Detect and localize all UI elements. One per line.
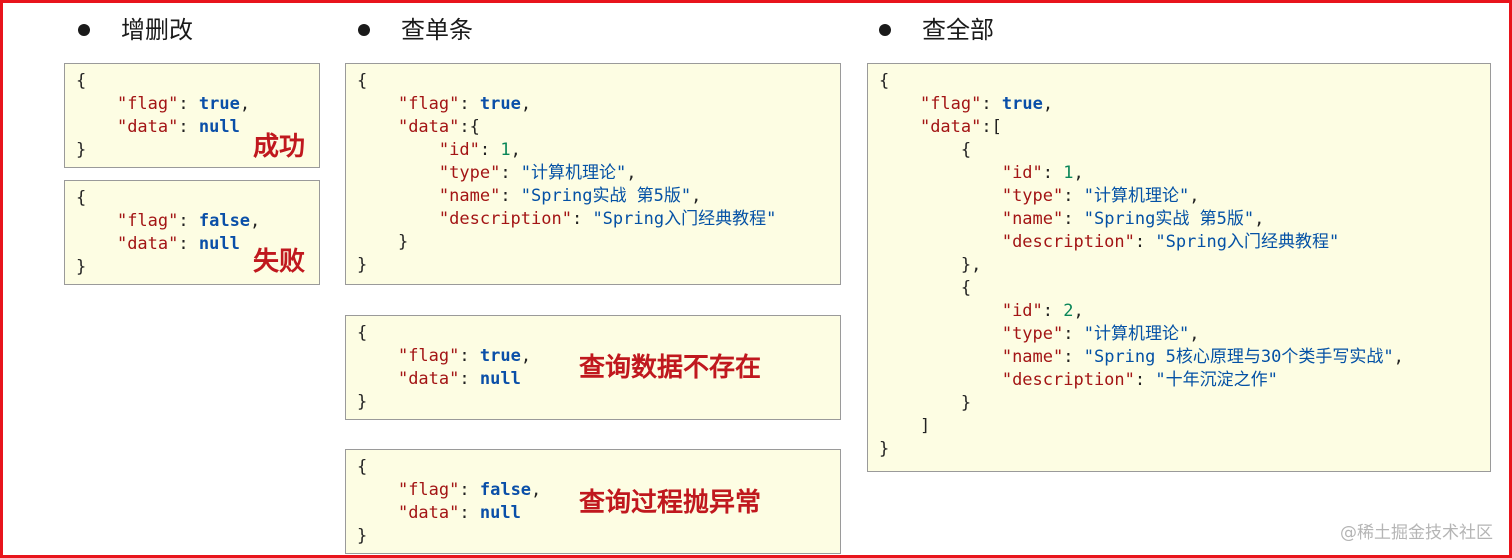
watermark: @稀土掘金技术社区 — [1340, 523, 1493, 543]
note-exception: 查询过程抛异常 — [579, 488, 762, 518]
json-box-query-not-found: { "flag": true, "data": null } 查询数据不存在 — [345, 315, 841, 420]
note-fail: 失败 — [253, 247, 306, 277]
bullet-icon — [879, 24, 891, 36]
json-code: { "flag": true, "data": null } — [357, 323, 532, 412]
json-box-query-single: { "flag": true, "data":{ "id": 1, "type"… — [345, 63, 841, 285]
json-code: { "flag": true, "data": null } — [76, 71, 251, 160]
json-code: { "flag": true, "data":{ "id": 1, "type"… — [357, 71, 777, 275]
heading-query-single: 查单条 — [401, 16, 473, 44]
json-code: { "flag": false, "data": null } — [357, 457, 542, 546]
json-code: { "flag": true, "data":[ { "id": 1, "typ… — [879, 71, 1404, 459]
json-code: { "flag": false, "data": null } — [76, 188, 261, 277]
json-box-crud-success: { "flag": true, "data": null } 成功 — [64, 63, 320, 168]
bullet-icon — [358, 24, 370, 36]
json-box-crud-fail: { "flag": false, "data": null } 失败 — [64, 180, 320, 285]
heading-query-all: 查全部 — [922, 16, 994, 44]
bullet-icon — [78, 24, 90, 36]
heading-crud: 增删改 — [121, 16, 193, 44]
json-box-query-exception: { "flag": false, "data": null } 查询过程抛异常 — [345, 449, 841, 554]
json-box-query-all: { "flag": true, "data":[ { "id": 1, "typ… — [867, 63, 1491, 472]
note-success: 成功 — [253, 132, 306, 162]
note-not-found: 查询数据不存在 — [579, 353, 762, 383]
